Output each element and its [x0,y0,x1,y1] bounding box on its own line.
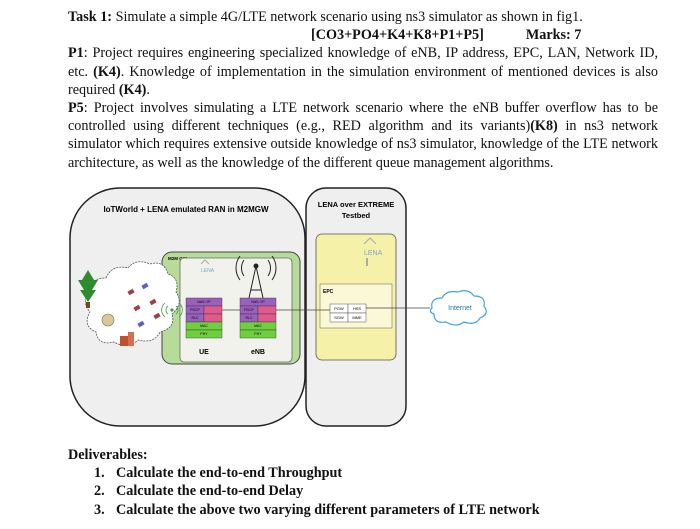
wireless-signal-icon [161,302,183,318]
p1-text-c: . [146,81,150,98]
task-codes: [CO3+PO4+K4+K8+P1+P5] [311,27,484,44]
ue-row-mac: MAC [200,324,208,328]
deliverables-section: Deliverables: 1. Calculate the end-to-end… [68,446,540,519]
task-text: Simulate a simple 4G/LTE network scenari… [115,9,583,25]
p1-label: P1 [68,45,84,62]
epc-nodes: PGW HSS SGW MME [329,303,367,323]
antenna-icon [235,255,277,299]
lena-logo-small: LENA [201,268,215,274]
task-title-line: Task 1: Simulate a simple 4G/LTE network… [68,8,658,26]
m2m-gw-label: M2M GW [168,256,188,261]
deliverable-num: 1. [94,465,105,482]
p5-text-a: : Project involves simulating a LTE netw… [68,100,658,135]
mme-label: MME [352,315,362,320]
sgw-label: SGW [334,315,344,320]
deliverables-heading: Deliverables: [68,447,148,463]
deliverable-text: Calculate the above two varying differen… [116,501,540,518]
deliverable-item-1: 1. Calculate the end-to-end Throughput [68,464,540,482]
task-description: Task 1: Simulate a simple 4G/LTE network… [68,8,658,172]
epc-label: EPC [323,289,334,295]
enb-protocol-stack: NAS / IP PDCP RLC MAC PHY [239,297,277,339]
p1-k-b: (K4) [118,81,147,98]
p1-text-b: . Knowledge of implementation in the sim… [68,63,658,98]
task-marks: Marks: 7 [525,27,582,44]
enb-row-nas: NAS / IP [251,300,265,304]
deliverable-num: 3. [94,501,105,518]
enb-row-pdcp: PDCP [244,308,254,312]
ue-label: UE [199,349,209,356]
ue-protocol-stack: NAS / IP PDCP RLC MAC PHY [185,297,223,339]
enb-row-phy: PHY [254,332,262,336]
right-title-2: Testbed [342,211,371,220]
p5-label: P5 [68,100,84,117]
p1-text-a: : Project requires engineering specializ… [68,45,658,80]
enb-row-rlc: RLC [245,316,252,320]
lena-logo-right-icon: LENA [363,237,383,266]
right-title-1: LENA over EXTREME [318,200,394,209]
enb-row-mac: MAC [254,324,262,328]
deliverable-text: Calculate the end-to-end Delay [116,483,304,500]
lena-logo-icon: LENA [200,259,215,274]
ue-row-pdcp: PDCP [190,308,200,312]
internet-label: Internet [448,305,472,312]
network-diagram: IoTWorld + LENA emulated RAN in M2MGW LE… [69,187,487,427]
hss-label: HSS [353,306,362,311]
ue-row-phy: PHY [200,332,208,336]
iot-cloud [85,261,180,346]
deliverable-item-3: 3. Calculate the above two varying differ… [68,501,540,519]
network-figure: IoTWorld + LENA emulated RAN in M2MGW LE… [68,186,508,430]
tree-icon [78,270,98,308]
p1-paragraph: P1: Project requires engineering special… [68,44,658,99]
lena-logo-right: LENA [364,250,383,257]
enb-label: eNB [251,349,265,356]
left-title: IoTWorld + LENA emulated RAN in M2MGW [103,205,269,214]
internet-cloud-icon: Internet [429,290,487,326]
pgw-label: PGW [334,306,344,311]
ue-row-nas: NAS / IP [197,300,211,304]
task-heading: Task 1: [68,9,113,25]
deliverable-item-2: 2. Calculate the end-to-end Delay [68,482,540,500]
deliverable-num: 2. [94,483,105,500]
deliverables-list: 1. Calculate the end-to-end Throughput 2.… [68,464,540,519]
p5-text-b: in ns3 network simulator which requires … [68,118,658,171]
ue-row-rlc: RLC [191,316,198,320]
p5-k: (K8) [530,118,558,135]
task-codes-line: [CO3+PO4+K4+K8+P1+P5] Marks: 7 [68,26,658,44]
p1-k-a: (K4) [93,63,121,80]
p5-paragraph: P5: Project involves simulating a LTE ne… [68,99,658,172]
deliverable-text: Calculate the end-to-end Throughput [116,465,343,482]
